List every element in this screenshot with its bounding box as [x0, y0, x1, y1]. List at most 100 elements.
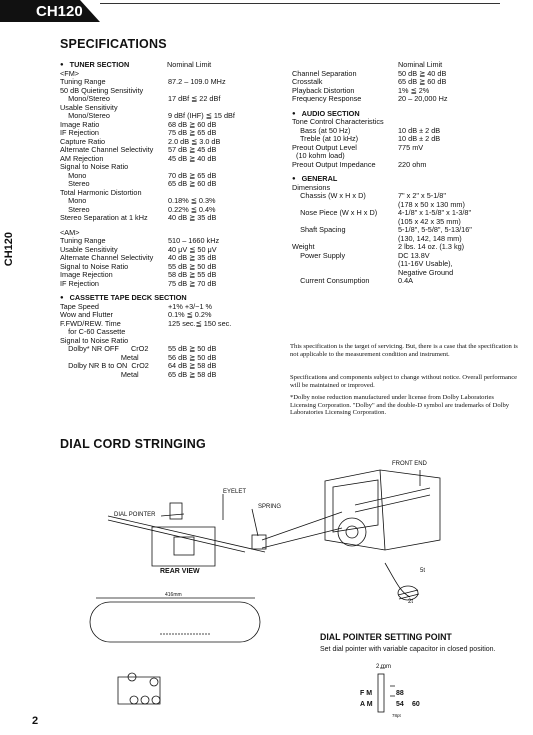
spec-label: Mono/Stereo — [60, 111, 110, 120]
turns-5-label: 5t — [420, 568, 426, 574]
spec-row: Wow and Flutter 0.1% ≦ 0.2% — [60, 310, 272, 320]
spec-value: (105 x 42 x 35 mm) — [398, 216, 461, 226]
tuner-nominal-limit: Nominal Limit — [167, 60, 212, 69]
spec-row: Tuning Range 87.2 – 109.0 MHz — [60, 77, 272, 87]
spec-label: AM Rejection — [60, 153, 104, 163]
spec-value: (130, 142, 148 mm) — [398, 233, 462, 243]
spec-label: Channel Separation — [292, 68, 357, 78]
dial-pointer-label: DIAL POINTER — [114, 512, 156, 518]
spec-value: (178 x 50 x 130 mm) — [398, 199, 465, 209]
spec-row: (10 kohm load) — [292, 151, 518, 161]
spec-label: Alternate Channel Selectivity — [60, 253, 154, 262]
spec-label: 50 dB Quieting Sensitivity — [60, 85, 144, 95]
spec-row: (178 x 50 x 130 mm) — [292, 199, 518, 210]
spec-label: Stereo Separation at 1 kHz — [60, 213, 148, 222]
spec-value: 10 dB ± 2 dB — [398, 125, 441, 135]
spec-row: Signal to Noise Ratio — [60, 335, 272, 346]
spec-label: Mono — [60, 196, 87, 205]
spec-value: 58 dB ≧ 55 dB — [168, 270, 217, 279]
spec-label: Usable Sensitivity — [60, 102, 118, 112]
spec-label: Wow and Flutter — [60, 310, 113, 319]
spec-label: Signal to Noise Ratio — [60, 335, 129, 345]
spec-label: for C-60 Cassette — [60, 327, 126, 336]
spec-label: Dolby NR B to ON CrO2 — [60, 361, 149, 370]
cord-lower — [107, 519, 246, 553]
callout-6 — [140, 695, 150, 705]
front-end-edge — [379, 469, 386, 551]
rear-view-label: REAR VIEW — [160, 568, 200, 575]
spec-row: (130, 142, 148 mm) — [292, 233, 518, 244]
spec-label: Current Consumption — [292, 276, 370, 285]
am-scale-value-1: 54 — [396, 701, 404, 708]
spec-label: Tape Speed — [60, 301, 99, 311]
spec-value: 4-1/8" x 1-5/8" x 1-3/8" — [398, 208, 472, 217]
turns-2-label: 2t — [408, 599, 414, 605]
fm-spec-list: Tuning Range 87.2 – 109.0 MHz 50 dB Quieti… — [60, 77, 272, 223]
spec-label: Alternate Channel Selectivity — [60, 145, 154, 154]
spec-value: 56 dB ≧ 50 dB — [168, 352, 217, 362]
spec-value: 1% ≦ 2% — [398, 85, 430, 95]
length-label: 416mm — [165, 592, 182, 598]
spec-label: Power Supply — [292, 250, 346, 260]
spec-row: Negative Ground — [292, 268, 518, 278]
gap-label: 2 mm — [376, 664, 391, 670]
spec-value: 68 dB ≧ 60 dB — [168, 119, 217, 129]
spec-value: 0.4A — [398, 276, 414, 285]
dolby-note: *Dolby noise reduction manufactured unde… — [290, 394, 510, 417]
spec-value: 40 μV ≦ 50 μV — [168, 244, 217, 254]
spring-label: SPRING — [258, 504, 282, 510]
spec-row: Mono/Stereo 17 dBf ≦ 22 dBf — [60, 94, 272, 104]
front-end-label: FRONT END — [392, 461, 427, 467]
fm-label: <FM> — [60, 68, 80, 78]
change-note: Specifications and components subject to… — [290, 374, 518, 389]
spec-value: 2.0 dB ≦ 3.0 dB — [168, 136, 221, 146]
drum-detail — [397, 585, 419, 601]
page-number: 2 — [32, 715, 39, 727]
spec-value: 17 dBf ≦ 22 dBf — [168, 94, 221, 103]
spec-value: 20 – 20,000 Hz — [398, 94, 448, 103]
spec-value: 70 dB ≧ 65 dB — [168, 170, 217, 180]
spec-value: 45 dB ≧ 40 dB — [168, 153, 217, 163]
cassette-heading: CASSETTE TAPE DECK SECTION — [60, 293, 187, 304]
inset-box — [117, 676, 161, 705]
spec-label: Stereo — [60, 179, 90, 188]
spec-label: Image Rejection — [60, 270, 113, 279]
pointer-setting-title: DIAL POINTER SETTING POINT — [320, 632, 452, 642]
spec-value: 9 dBf (IHF) ≦ 15 dBf — [168, 111, 235, 120]
spec-label: Mono/Stereo — [60, 94, 110, 103]
fm-scale-label: F M — [360, 690, 373, 697]
eyelet-label: EYELET — [223, 489, 247, 495]
spec-row: Nose Piece (W x H x D) 4-1/8" x 1-5/8" x … — [292, 208, 518, 218]
spec-value: 75 dB ≧ 65 dB — [168, 128, 217, 137]
spec-label: Tuning Range — [60, 77, 106, 86]
spec-label: Shaft Spacing — [292, 225, 346, 234]
spec-value: 5-1/8", 5-5/8", 5-13/16" — [398, 225, 472, 234]
spec-value: 10 dB ± 2 dB — [398, 134, 441, 143]
spec-label: Weight — [292, 242, 315, 251]
servicing-note: This specification is the target of serv… — [290, 343, 518, 358]
rear-view-frame — [151, 526, 216, 567]
spec-row: (105 x 42 x 35 mm) — [292, 216, 518, 227]
spec-label: Nose Piece (W x H x D) — [292, 208, 378, 217]
rear-view-pointer — [173, 536, 195, 556]
spec-value: 87.2 – 109.0 MHz — [168, 77, 226, 86]
spec-value: 0.1% ≦ 0.2% — [168, 310, 212, 319]
spec-label: IF Rejection — [60, 128, 99, 137]
pointer-carriage — [169, 502, 183, 520]
